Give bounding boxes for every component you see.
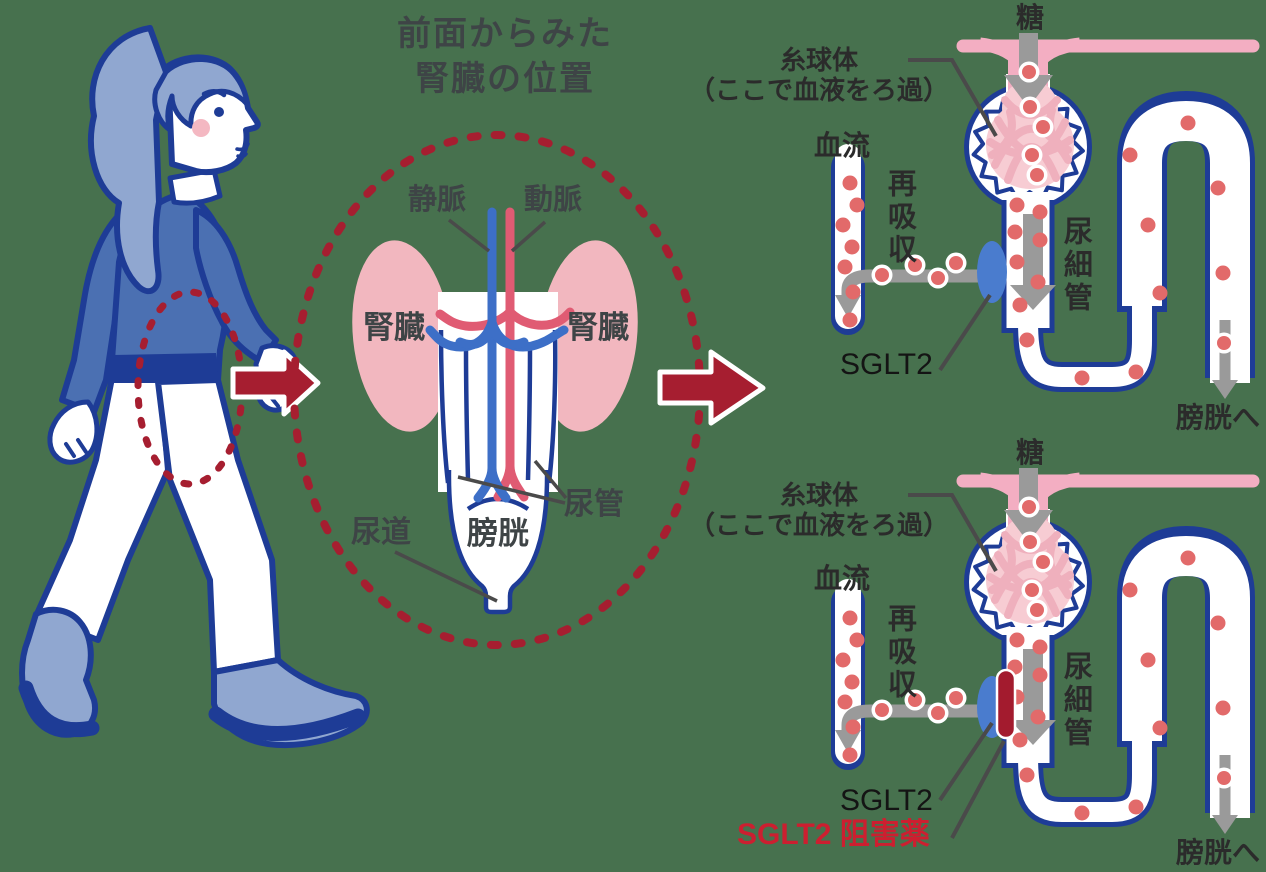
nephron-diagram-normal xyxy=(835,33,1253,399)
sweater-hem-band xyxy=(112,353,218,380)
glomerulus-note: （ここで血液をろ過） xyxy=(688,509,949,540)
bladder-outline xyxy=(446,469,550,615)
diagram-title-line1: 前面からみた xyxy=(397,15,613,53)
front-shoe-sole xyxy=(208,706,366,741)
cheek-blush xyxy=(192,119,210,137)
mouth xyxy=(235,142,250,159)
glomerulus-pointer-line xyxy=(908,58,998,138)
eyebrow xyxy=(201,89,227,98)
blood-flow-label: 血流 xyxy=(814,563,871,594)
nephron-diagram-inhibited xyxy=(835,468,1253,838)
ureter-label: 尿管 xyxy=(564,488,624,521)
diagram-title-line2: 腎臓の位置 xyxy=(415,59,595,98)
vein-pointer-line xyxy=(447,218,491,253)
artery xyxy=(435,207,575,502)
tubule-label: 尿細管 xyxy=(1059,651,1092,750)
kidney-left xyxy=(352,240,452,432)
collar xyxy=(167,167,223,206)
far-hand xyxy=(47,399,100,465)
glomerulus-pointer-line xyxy=(908,493,998,573)
eye xyxy=(214,107,224,117)
blood-flow-label: 血流 xyxy=(814,130,871,161)
sglt2-label: SGLT2 xyxy=(840,348,933,381)
urethra-pointer-line xyxy=(394,550,498,603)
glomerulus-label: 糸球体 （ここで血液をろ過） xyxy=(686,480,952,541)
hair-back xyxy=(88,25,169,295)
glomerulus-note: （ここで血液をろ過） xyxy=(688,74,949,105)
sugar-label: 糖 xyxy=(1015,2,1044,33)
kidney-right-label: 腎臓 xyxy=(567,310,629,345)
vein-label: 静脈 xyxy=(408,184,467,216)
sglt2-inhibitor-label: SGLT2 阻害薬 xyxy=(737,818,930,851)
urethra-label: 尿道 xyxy=(351,516,411,549)
near-arm-sleeve xyxy=(193,207,279,365)
glomerulus-label: 糸球体 （ここで血液をろ過） xyxy=(686,45,952,106)
inhibitor-pointer-line xyxy=(950,740,1006,839)
diagram-title: 前面からみた 腎臓の位置 xyxy=(380,12,630,102)
ureter-pointer-line xyxy=(457,459,568,505)
to-bladder-label: 膀胱へ xyxy=(1176,402,1261,433)
reabsorption-label: 再吸収 xyxy=(883,603,916,702)
sglt2-pointer-line xyxy=(938,293,992,372)
center-pointer-lines xyxy=(394,218,568,603)
sglt2-label: SGLT2 xyxy=(840,784,933,817)
bladder-label: 膀胱 xyxy=(467,516,529,551)
pants-front-leg xyxy=(155,377,281,675)
to-bladder-label: 膀胱へ xyxy=(1176,837,1261,868)
sglt2-pointer-line xyxy=(938,721,994,802)
detail-arrow-icon xyxy=(657,349,766,426)
walking-woman-illustration xyxy=(18,25,370,749)
reabsorption-label: 再吸収 xyxy=(883,168,916,267)
sglt2-inhibitor-capsule xyxy=(995,668,1017,740)
kidney-position-diagram xyxy=(290,131,704,649)
glomerulus-name: 糸球体 xyxy=(779,480,858,510)
kidney-left-label: 腎臓 xyxy=(363,310,425,345)
ureters xyxy=(438,329,558,511)
artery-pointer-line xyxy=(510,220,547,253)
kidney-right xyxy=(538,240,638,432)
sugar-label: 糖 xyxy=(1015,437,1044,468)
vein xyxy=(425,207,569,503)
tubule-label: 尿細管 xyxy=(1059,216,1092,315)
glomerulus-name: 糸球体 xyxy=(779,45,858,75)
artery-label: 動脈 xyxy=(524,184,583,216)
back-shoe-sole xyxy=(18,680,100,738)
hair-fringe xyxy=(152,57,250,133)
